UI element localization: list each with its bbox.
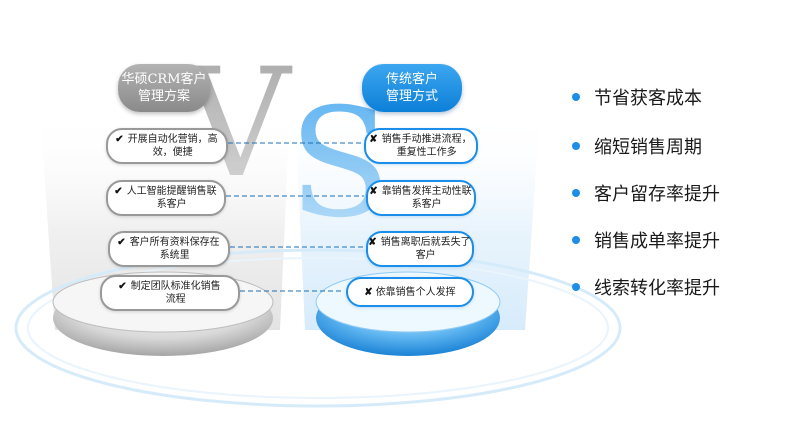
benefit-item: 销售成单率提升: [572, 227, 720, 253]
left-item-text: 开展自动化营销，高效，便捷: [127, 134, 218, 158]
benefit-text: 客户留存率提升: [594, 184, 720, 205]
left-header: 华硕CRM客户 管理方案: [118, 64, 210, 112]
benefit-text: 缩短销售周期: [594, 137, 702, 158]
left-header-line2: 管理方案: [137, 89, 190, 104]
bullet-dot-icon: [572, 189, 580, 197]
cross-icon: ✘: [369, 134, 378, 145]
benefit-item: 客户留存率提升: [572, 180, 720, 206]
bullet-dot-icon: [572, 93, 580, 101]
benefit-text: 线索转化率提升: [594, 278, 720, 299]
right-header: 传统客户 管理方式: [362, 64, 462, 112]
right-item-2: ✘靠销售发挥主动性联系客户: [366, 180, 476, 216]
left-item-text: 制定团队标准化销售流程: [130, 281, 221, 305]
left-item-text: 人工智能提醒销售联系客户: [126, 186, 217, 210]
cross-icon: ✘: [364, 286, 373, 298]
check-icon: ✔: [118, 281, 127, 292]
left-item-1: ✔开展自动化营销，高效，便捷: [106, 128, 228, 164]
right-light-beam: [295, 110, 540, 330]
right-item-4: ✘依靠销售个人发挥: [346, 277, 474, 307]
check-icon: ✔: [115, 134, 124, 145]
cross-icon: ✘: [368, 237, 377, 248]
benefit-item: 节省获客成本: [572, 84, 702, 110]
bullet-dot-icon: [572, 236, 580, 244]
right-item-text: 销售离职后就丢失了客户: [380, 237, 471, 261]
right-header-line2: 管理方式: [385, 89, 438, 104]
check-icon: ✔: [117, 237, 126, 248]
right-item-text: 靠销售发挥主动性联系客户: [381, 186, 472, 210]
left-item-text: 客户所有资料保存在系统里: [129, 237, 220, 261]
benefit-text: 节省获客成本: [594, 88, 702, 109]
outer-ring: [14, 248, 622, 408]
benefit-item: 缩短销售周期: [572, 133, 702, 159]
right-item-text: 依靠销售个人发挥: [375, 286, 456, 298]
benefit-item: 线索转化率提升: [572, 274, 720, 300]
check-icon: ✔: [114, 186, 123, 197]
cross-icon: ✘: [369, 186, 378, 197]
left-item-4: ✔制定团队标准化销售流程: [100, 275, 240, 311]
left-item-3: ✔客户所有资料保存在系统里: [108, 231, 230, 267]
bullet-dot-icon: [572, 283, 580, 291]
right-item-text: 销售手动推进流程，重复性工作多: [381, 134, 472, 158]
right-item-3: ✘销售离职后就丢失了客户: [366, 231, 474, 267]
left-header-line1: 华硕CRM客户: [121, 72, 207, 87]
right-header-line1: 传统客户: [385, 72, 438, 87]
left-item-2: ✔人工智能提醒销售联系客户: [106, 180, 226, 216]
benefit-text: 销售成单率提升: [594, 231, 720, 252]
outer-ring-inner: [27, 257, 609, 399]
right-item-1: ✘销售手动推进流程，重复性工作多: [364, 128, 478, 164]
bullet-dot-icon: [572, 142, 580, 150]
